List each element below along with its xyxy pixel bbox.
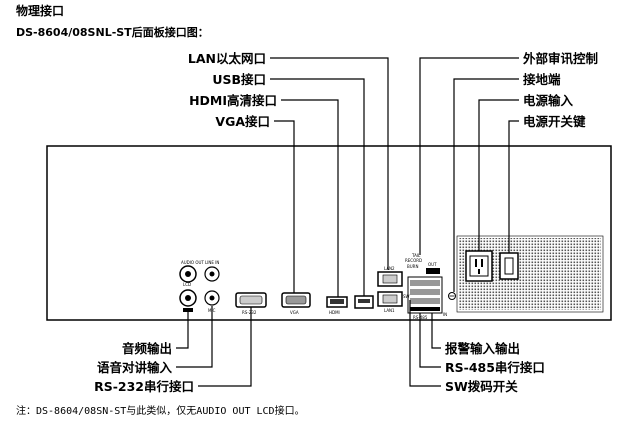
rs232-port	[235, 292, 267, 308]
callout-vga: VGA接口	[215, 114, 270, 129]
callout-audio-out: 音频输出	[122, 341, 172, 356]
callout-rs232: RS-232串行接口	[94, 379, 194, 394]
panel-label-burn: BURN	[407, 264, 418, 269]
hdmi-port	[326, 296, 348, 308]
diagram-subtitle: DS-8604/08SNL-ST后面板接口图：	[16, 26, 209, 39]
panel-label-record: RECORD	[405, 258, 422, 263]
leader-lines-top-left	[270, 57, 389, 297]
power-switch	[499, 252, 519, 280]
callout-ext-control: 外部审讯控制	[522, 51, 598, 66]
panel-label-lcd: LCD	[183, 282, 191, 287]
callout-power-switch: 电源开关键	[523, 114, 586, 129]
callout-sw: SW拨码开关	[445, 379, 518, 394]
leader-lines-top-right	[419, 57, 519, 292]
panel-label-hdmi: HDMI	[329, 310, 340, 315]
callout-ground: 接地端	[523, 72, 561, 87]
panel-label-line-in: LINE IN	[205, 260, 219, 265]
vga-port	[281, 292, 311, 308]
leader-lines-bottom-right	[409, 300, 441, 387]
callout-alarm-io: 报警输入输出	[445, 341, 520, 356]
control-terminal-block	[407, 268, 443, 314]
usb-port	[354, 295, 374, 309]
callout-hdmi: HDMI高清接口	[189, 93, 277, 108]
panel-label-tail: TAIL	[411, 253, 421, 258]
power-inlet	[465, 250, 493, 282]
callout-power-in: 电源输入	[523, 93, 574, 108]
panel-label-rs232: RS-232	[242, 310, 257, 315]
panel-label-audio-out: AUDIO OUT	[181, 260, 204, 265]
callout-usb: USB接口	[212, 72, 266, 87]
panel-label-vga: VGA	[290, 310, 299, 315]
audio-connectors	[179, 265, 220, 312]
leader-lines-bottom-left	[176, 306, 252, 387]
panel-label-in: IN	[443, 312, 447, 317]
callout-lan: LAN以太网口	[188, 51, 266, 66]
panel-label-sw: SW	[403, 294, 410, 299]
panel-label-lan1: LAN1	[384, 308, 395, 313]
ground-terminal	[448, 292, 456, 300]
lan-ports	[377, 271, 403, 307]
section-title: 物理接口	[16, 4, 65, 18]
callout-talkback-in: 语音对讲输入	[97, 360, 173, 375]
callout-rs485: RS-485串行接口	[445, 360, 545, 375]
panel-label-lan2: LAN2	[384, 266, 395, 271]
footnote: 注：DS-8604/08SN-ST与此类似，仅无AUDIO OUT LCD接口。	[16, 406, 305, 417]
panel-label-out: OUT	[428, 262, 437, 267]
